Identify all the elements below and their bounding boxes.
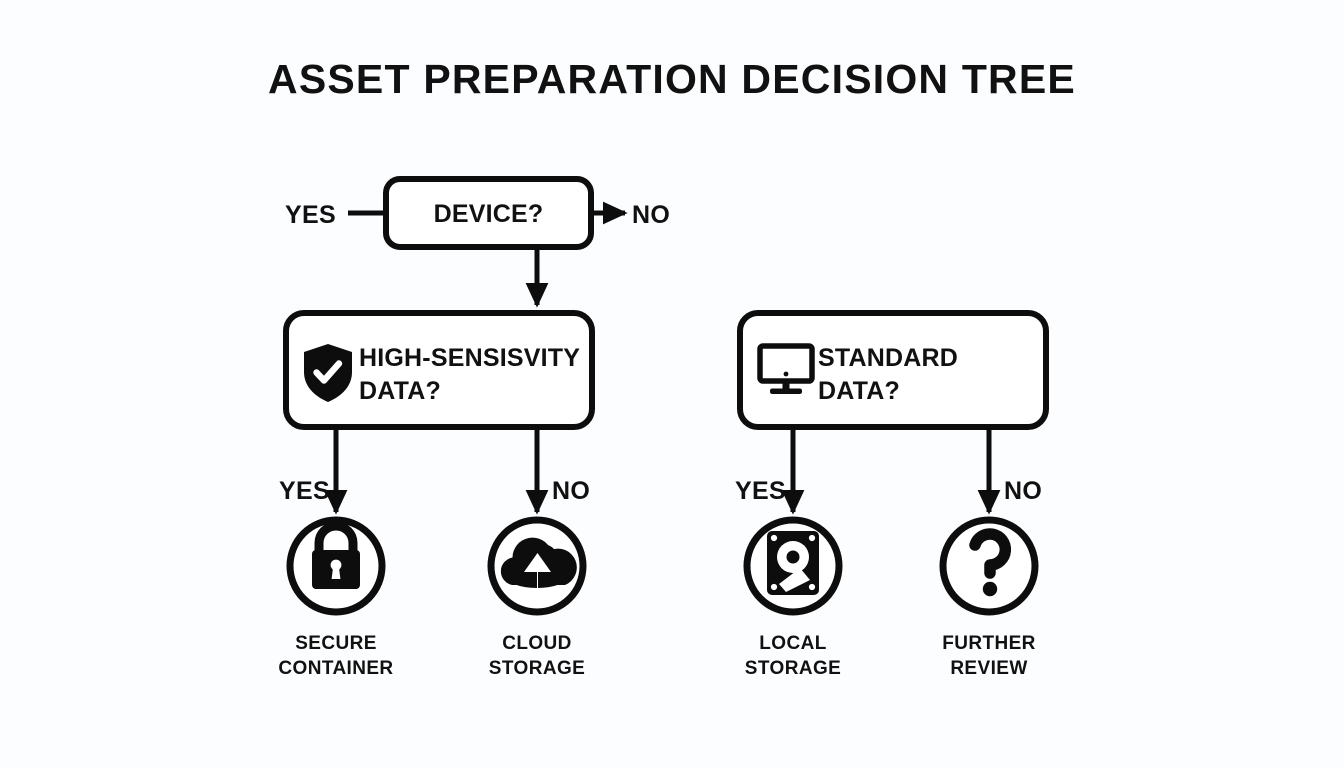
outcome-secure-container-label-line1: SECURE: [295, 633, 377, 654]
outcome-secure-container-label-line2: CONTAINER: [278, 658, 393, 679]
node-standard-data-label-line2: DATA?: [818, 377, 900, 405]
outcome-local-storage-label-line2: STORAGE: [745, 658, 841, 679]
branch-label-high-sensisvity-no: NO: [552, 477, 590, 505]
node-high-sensisvity-label-line2: DATA?: [359, 377, 441, 405]
node-high-sensisvity-data[interactable]: HIGH-SENSISVITY DATA?: [283, 310, 595, 430]
node-standard-data-box[interactable]: [737, 310, 1049, 430]
node-standard-data[interactable]: STANDARD DATA?: [737, 310, 1049, 430]
outcome-secure-container[interactable]: SECURE CONTAINER: [278, 516, 393, 679]
branch-label-standard-data-no: NO: [1004, 477, 1042, 505]
hard-disk-icon: [767, 531, 819, 595]
outcome-further-review[interactable]: FURTHER REVIEW: [939, 516, 1039, 679]
cloud-upload-icon: [500, 537, 577, 588]
root-branch-yes-label: YES: [285, 201, 336, 229]
outcome-local-storage-label-line1: LOCAL: [759, 633, 826, 654]
page-title: ASSET PREPARATION DECISION TREE: [268, 56, 1076, 102]
node-high-sensisvity-box[interactable]: [283, 310, 595, 430]
node-standard-data-label-line1: STANDARD: [818, 344, 958, 372]
root-branch-no-label: NO: [632, 201, 670, 229]
outcome-cloud-storage-label-line2: STORAGE: [489, 658, 585, 679]
branch-label-standard-data-yes: YES: [735, 477, 786, 505]
outcome-cloud-storage-label-line1: CLOUD: [502, 633, 572, 654]
branch-label-high-sensisvity-yes: YES: [279, 477, 330, 505]
monitor-icon: [757, 343, 815, 394]
outcome-further-review-label-line1: FURTHER: [942, 633, 1036, 654]
node-high-sensisvity-label-line1: HIGH-SENSISVITY: [359, 344, 580, 372]
shield-check-icon: [304, 344, 352, 402]
node-device-label: DEVICE?: [434, 200, 544, 228]
outcome-further-review-label-line2: REVIEW: [950, 658, 1027, 679]
node-device[interactable]: DEVICE?: [383, 176, 594, 250]
question-mark-icon: [969, 528, 1012, 597]
outcome-cloud-storage[interactable]: CLOUD STORAGE: [487, 516, 587, 679]
lock-icon: [312, 521, 360, 589]
outcome-local-storage[interactable]: LOCAL STORAGE: [743, 516, 843, 679]
